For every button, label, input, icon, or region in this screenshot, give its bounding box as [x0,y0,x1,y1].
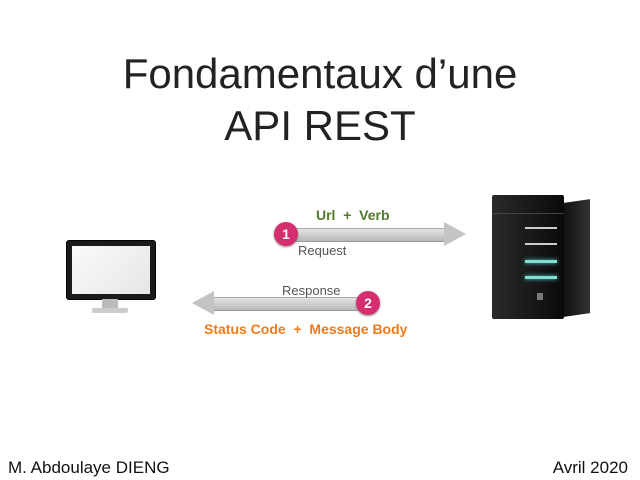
response-label: Response [282,283,341,298]
server-icon [492,195,592,323]
date: Avril 2020 [552,458,628,477]
author: M. Abdoulaye DIENG [8,458,170,477]
request-detail: Url + Verb [316,207,390,223]
title-line-1: Fondamentaux d’une [122,50,518,97]
request-arrow-head [444,222,466,246]
title-line-2: API REST [224,102,416,149]
response-arrow-head [192,291,214,315]
client-monitor-icon [66,240,156,316]
response-arrow [212,297,372,311]
slide-title: Fondamentaux d’une API REST [0,48,640,152]
request-arrow [290,228,446,242]
step-2-badge: 2 [356,291,380,315]
response-detail: Status Code + Message Body [204,321,408,337]
request-label: Request [298,243,347,258]
step-1-badge: 1 [274,222,298,246]
